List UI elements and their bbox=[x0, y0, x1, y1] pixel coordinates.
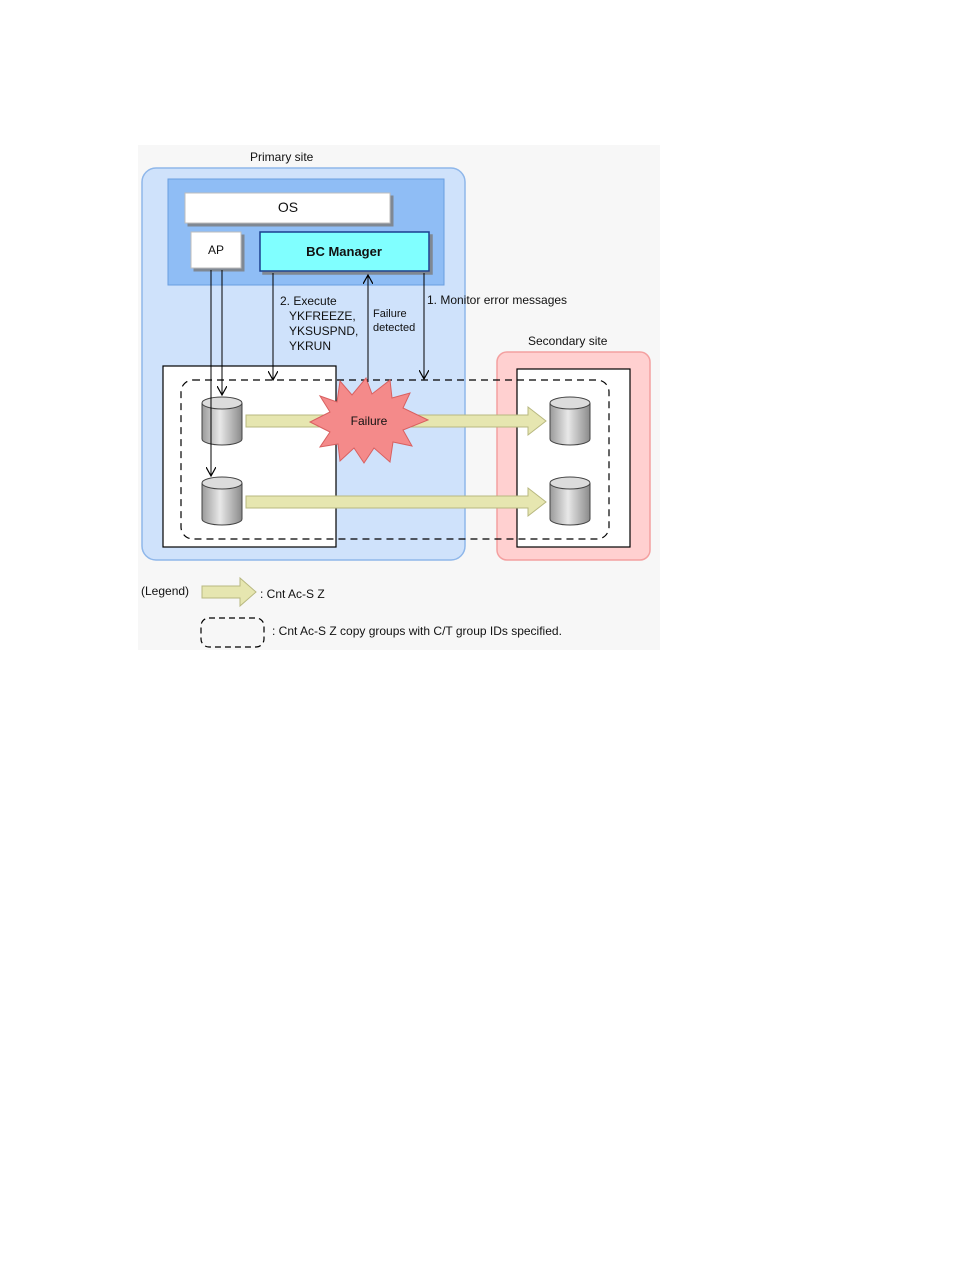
legend-arrow-description: : Cnt Ac-S Z bbox=[260, 587, 325, 601]
secondary-volume-top-icon bbox=[550, 397, 590, 445]
legend-group-description: : Cnt Ac-S Z copy groups with C/T group … bbox=[272, 624, 562, 638]
monitor-step-label: 1. Monitor error messages bbox=[427, 293, 567, 307]
primary-storage-box bbox=[163, 366, 336, 547]
secondary-site-label: Secondary site bbox=[528, 334, 608, 348]
ap-label: AP bbox=[208, 243, 224, 257]
primary-volume-top-icon bbox=[202, 397, 242, 445]
primary-site-label: Primary site bbox=[250, 150, 314, 164]
legend-title: (Legend) bbox=[141, 584, 189, 598]
os-label: OS bbox=[278, 199, 298, 215]
bc-manager-label: BC Manager bbox=[306, 244, 382, 259]
secondary-volume-bottom-icon bbox=[550, 477, 590, 525]
failure-label: Failure bbox=[351, 414, 388, 428]
primary-volume-bottom-icon bbox=[202, 477, 242, 525]
